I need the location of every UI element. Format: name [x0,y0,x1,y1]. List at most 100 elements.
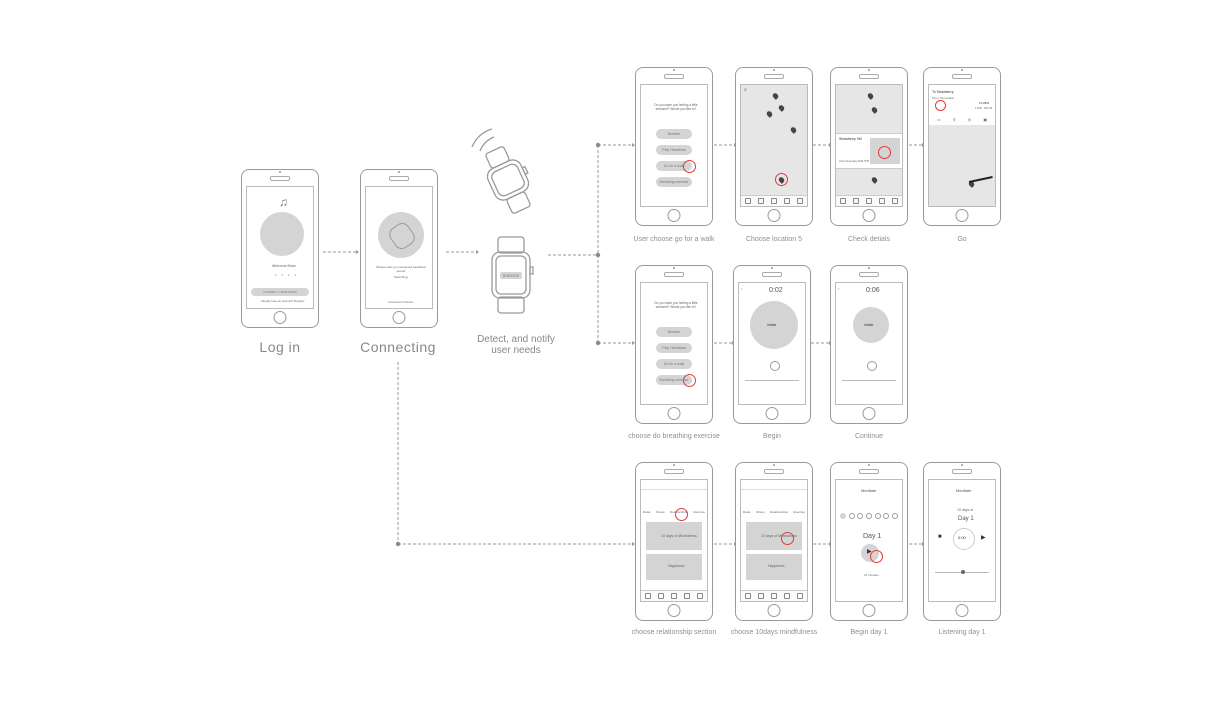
searching-text: Searching... [394,275,411,279]
register-link[interactable]: Already have an account? Register [261,299,305,303]
label-login: Log in [259,339,301,355]
day-dot[interactable] [848,513,855,519]
tab-stress[interactable]: Stress [656,510,665,514]
back-icon[interactable]: ‹ [838,286,840,291]
option-breathe[interactable]: Breathe [656,327,692,337]
home-button [767,209,781,222]
pause-button[interactable] [867,361,877,371]
label-continue: Continue [854,433,884,440]
back-icon[interactable]: ‹ [741,286,743,291]
home-button [392,311,406,324]
tab-icon[interactable] [757,198,764,204]
breath-circle [750,301,798,349]
stop-icon[interactable]: ■ [938,534,942,540]
progress-track[interactable] [745,380,799,381]
day-dot[interactable] [865,513,872,519]
car-icon[interactable]: ▭ [937,117,941,122]
details-card[interactable]: Strawberry Hill Open Everyday 6AM-7PM [836,133,902,169]
day-dot[interactable] [857,513,864,519]
phone-continue: ‹ 0:06 inhale [830,265,908,424]
home-button [955,604,969,617]
tab-icon[interactable] [684,593,691,599]
day-dot[interactable] [874,513,881,519]
pause-button[interactable] [770,361,780,371]
option-walk[interactable]: Go for a walk [656,359,692,369]
option-walk[interactable]: Go for a walk [656,161,692,171]
walk-screen: Do you want you feeling a little stresse… [640,84,708,207]
progress-track[interactable] [842,380,896,381]
tab-icon[interactable] [852,198,859,204]
map-view[interactable] [741,85,807,196]
option-breathe[interactable]: Breathe [656,129,692,139]
search-icon[interactable]: ⌕ [744,87,747,93]
signal-arc-inner [479,136,495,152]
tab-icon[interactable] [839,198,846,204]
home-button [862,604,876,617]
option-breathing[interactable]: Breathing exercise [656,177,692,187]
tab-exercise[interactable]: Exercise [693,510,705,514]
tab-icon[interactable] [744,593,751,599]
card-title: 10 days of Mindfulness [661,534,697,538]
day-dot[interactable] [840,513,846,519]
home-button [667,604,681,617]
tap-indicator [870,550,883,563]
card-happiness[interactable]: Happiness [746,554,802,580]
tab-icon[interactable] [879,198,886,204]
label-begin: Begin [763,433,781,440]
bike-icon[interactable]: ◎ [967,117,972,122]
time-text: 0:00 [958,535,966,540]
option-heartbeat[interactable]: Play Heartbeat [656,343,692,353]
phone-walk: Do you want you feeling a little stresse… [635,67,713,226]
tab-relax[interactable]: Relax [643,510,651,514]
tab-exercise[interactable]: Exercise [793,510,805,514]
tab-icon[interactable] [892,198,899,204]
band-circle [378,212,424,258]
tab-relax[interactable]: Relax [743,510,751,514]
progress-thumb[interactable] [961,570,965,574]
tab-icon[interactable] [770,198,777,204]
phone-location: ⌕ [735,67,813,226]
walk-icon[interactable]: ⚲ [952,117,956,122]
tab-icon[interactable] [797,198,804,204]
tab-icon[interactable] [797,593,804,599]
tab-icon[interactable] [865,198,872,204]
tab-icon[interactable] [770,593,777,599]
tab-icon[interactable] [670,593,677,599]
tab-bar [741,590,807,601]
route-from: From: My location [932,96,955,100]
listening-screen: Meditate 10 days of Day 1 0:00 ■ ▶ [928,479,996,602]
tap-indicator [675,508,688,521]
tab-icon[interactable] [644,593,651,599]
meditate-title: Meditate [861,488,877,493]
connecting-text: Please wait you connected heartbeat sens… [376,265,426,273]
option-breathing[interactable]: Breathing exercise [656,375,692,385]
login-screen: ♫ Welcome Brian • • • • CONNECT YOUR BAN… [246,186,314,309]
watch-breathe-label[interactable]: BREATHE [503,274,520,278]
day-dot[interactable] [891,513,898,519]
map-view[interactable] [929,125,995,206]
phone-beginday: Meditate Day 1 ▶ 15 minutes [830,462,908,621]
go-screen: To Strawberry From: My location 15 MINS … [928,84,996,207]
time-circle [953,528,975,550]
tab-stress[interactable]: Stress [756,510,765,514]
play-icon[interactable]: ▶ [867,549,872,555]
card-mindfulness[interactable]: 10 days of Mindfulness [646,522,702,550]
tab-icon[interactable] [744,198,751,204]
transit-icon[interactable]: ▣ [983,117,987,122]
option-heartbeat[interactable]: Play Heartbeat [656,145,692,155]
card-happiness[interactable]: Happiness [646,554,702,580]
tab-icon[interactable] [657,593,664,599]
tab-icon[interactable] [697,593,704,599]
day-title: Day 1 [958,516,974,522]
tab-icon[interactable] [757,593,764,599]
home-button [955,209,969,222]
app-logo-icon: ♫ [279,195,288,209]
card-mindfulness[interactable]: 10 days of Mindfulness [746,522,802,550]
play-icon[interactable]: ▶ [981,535,986,541]
tab-icon[interactable] [784,593,791,599]
connect-band-button[interactable]: CONNECT YOUR BAND [251,288,309,296]
tab-relationships[interactable]: Relationships [770,510,789,514]
tab-icon[interactable] [784,198,791,204]
day-dot[interactable] [883,513,890,519]
